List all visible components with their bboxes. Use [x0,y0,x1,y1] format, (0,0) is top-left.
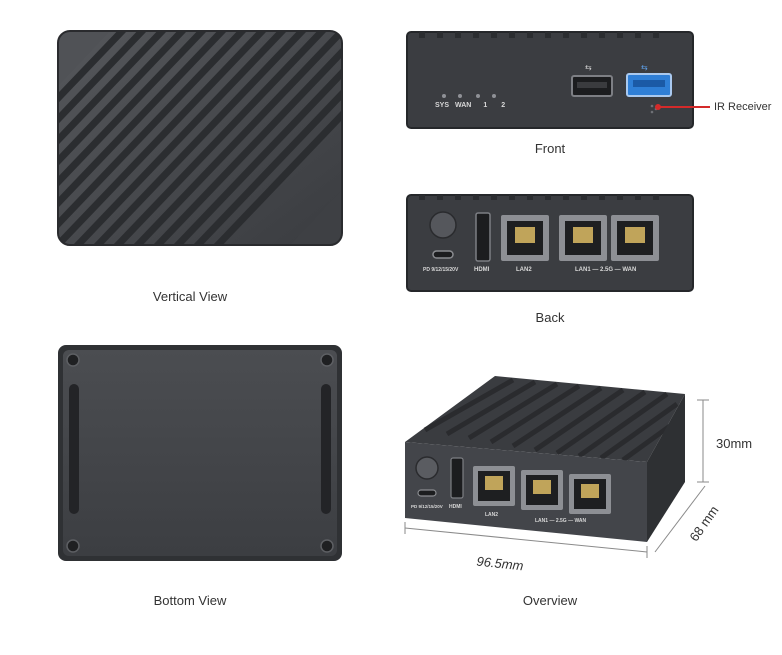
ov-power-label: PD 9/12/15/20V [411,504,443,509]
usb3-icon: ⇆ [641,63,648,72]
ov-lan1-wan-label: LAN1 — 2.5G — WAN [535,518,587,524]
front-view-caption: Front [534,141,566,156]
lan2-label: LAN2 [516,267,532,273]
vertical-view-panel [55,28,345,248]
led-label-2: 2 [501,102,506,109]
overview-caption: Overview [522,593,578,608]
lan1-wan-label: LAN1 — 2.5G — WAN [575,267,637,273]
ir-receiver-callout: IR Receiver [714,101,772,113]
bottom-view-image [58,345,342,561]
ov-lan2-label: LAN2 [485,512,499,518]
bottom-view-panel [55,342,345,564]
dimension-height: 30mm [716,436,753,451]
back-view-caption: Back [535,310,565,325]
led-label-row: SYS WAN 1 2 [435,102,505,109]
usb2-icon: ⇆ [585,63,592,72]
front-view-image [406,31,694,129]
front-view-panel: SYS WAN 1 2 ⇆ ⇆ [405,30,695,130]
overview-panel: PD 9/12/15/20V HDMI LAN2 LAN1 — 2.5G — W… [385,370,775,580]
back-view-image [406,194,694,292]
hdmi-label: HDMI [474,267,490,273]
led-label-sys: SYS [435,102,450,109]
overview-image [404,376,709,558]
power-label: PD 9/12/15/20V [423,267,459,273]
bottom-view-caption: Bottom View [153,593,227,608]
back-view-panel: PD 9/12/15/20V HDMI LAN2 LAN1 — 2.5G — W… [405,193,695,293]
ov-hdmi-label: HDMI [449,504,462,510]
ir-callout-line [655,104,710,110]
vertical-view-image [57,30,343,246]
led-label-wan: WAN [455,102,472,109]
vertical-view-caption: Vertical View [152,289,228,304]
led-label-1: 1 [483,102,488,109]
